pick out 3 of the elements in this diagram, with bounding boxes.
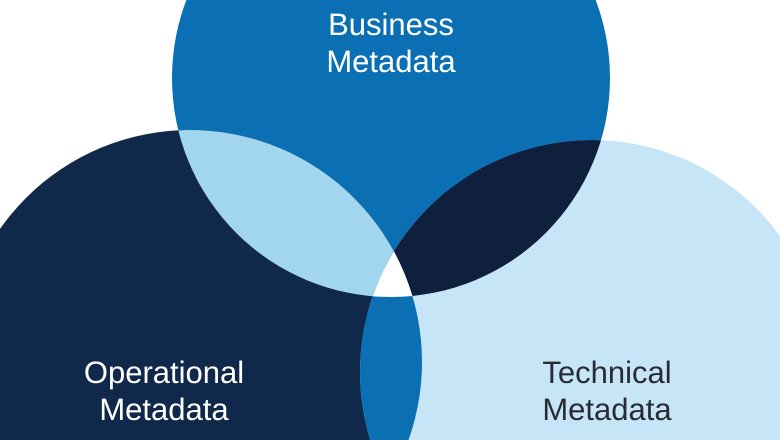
circle-label: Technical Metadata (477, 354, 737, 428)
circle-label: Operational Metadata (34, 354, 294, 428)
circle-label: Business Metadata (261, 6, 521, 80)
